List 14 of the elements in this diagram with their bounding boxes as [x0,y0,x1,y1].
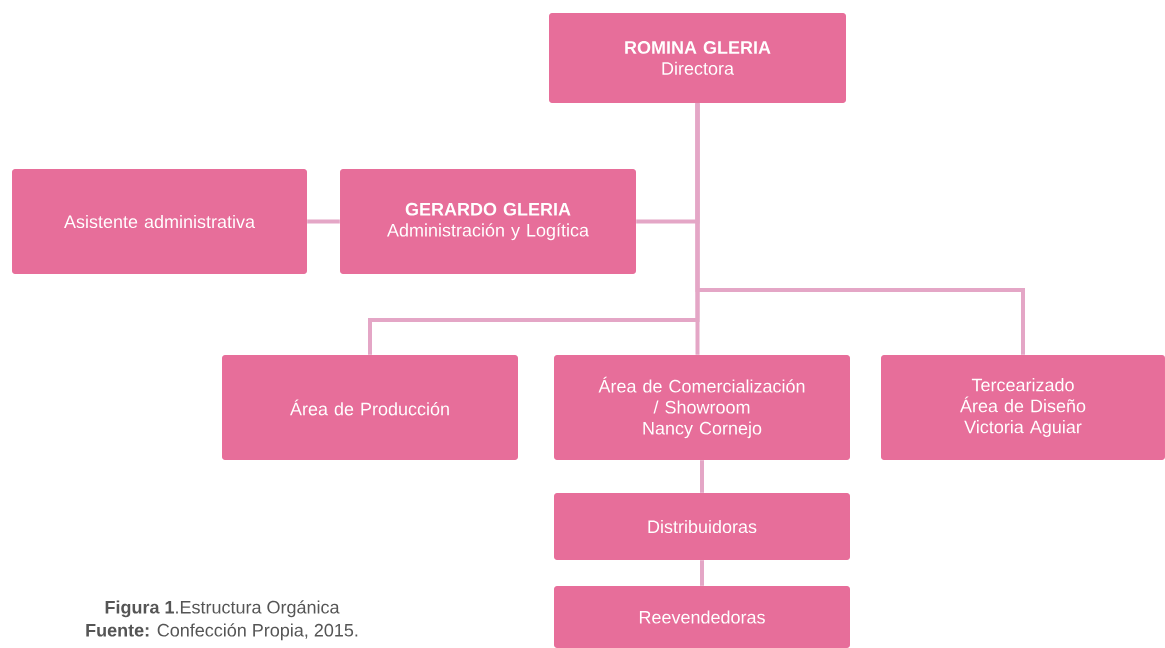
org-box: ROMINA GLERIA Directora [549,13,846,103]
connector-line [700,560,704,586]
source-note: Fuente: Confección Propia, 2015. [86,623,358,641]
org-box: Área de Producción [222,355,518,460]
figure-caption: Figura 1.Estructura Orgánica [105,600,340,618]
connector-line [700,460,704,493]
connector-line [307,219,340,224]
org-box: Tercearizado Área de Diseño Victoria Aguiar [881,355,1165,460]
org-box: GERARDO GLERIA Administración y Logítica [340,169,636,274]
org-box: Asistente administrativa [12,169,307,274]
org-box: Área de Comercialización / Showroom Nancy Cornejo [554,355,850,460]
org-box: Reevendedoras [554,586,850,648]
org-box: Distribuidoras [554,493,850,560]
connector-line [695,103,1025,355]
